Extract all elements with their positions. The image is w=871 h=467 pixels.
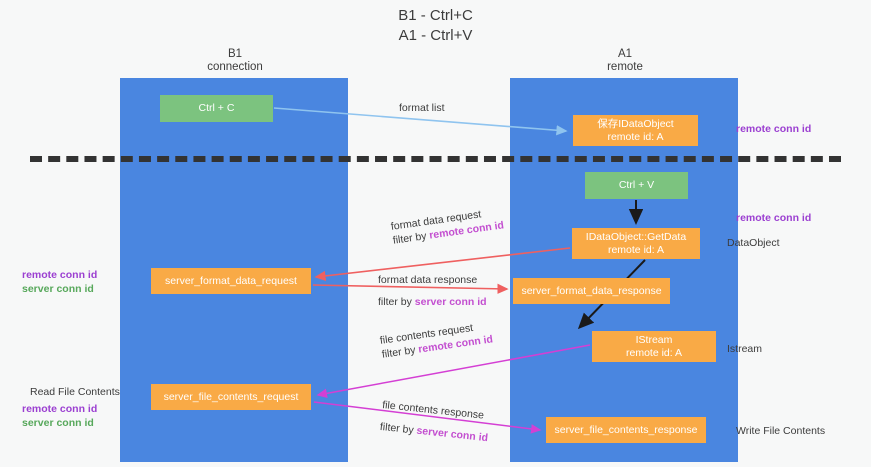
edge-label-format-data-request: format data request filter by remote con… bbox=[390, 204, 505, 247]
node-server-format-data-response[interactable]: server_format_data_response bbox=[513, 278, 670, 304]
edge-label-format-data-response-filter: filter by server conn id bbox=[378, 295, 487, 309]
node-idataobject-getdata[interactable]: IDataObject::GetData remote id: A bbox=[572, 228, 700, 259]
node-server-file-contents-response[interactable]: server_file_contents_response bbox=[546, 417, 706, 443]
annotation-left-remote-conn-id-mid: remote conn id bbox=[22, 269, 98, 281]
annotation-dataobject: DataObject bbox=[727, 237, 780, 249]
filter-prefix: filter by bbox=[378, 296, 415, 308]
edge-label-file-contents-response: file contents response filter by server … bbox=[379, 398, 491, 445]
edge-label-format-data-response-line1: format data response bbox=[378, 274, 478, 286]
page-title: B1 - Ctrl+C A1 - Ctrl+V bbox=[398, 7, 473, 44]
annotation-left-remote-conn-id-bottom: remote conn id bbox=[22, 403, 98, 415]
annotation-write-file-contents: Write File Contents bbox=[736, 425, 826, 437]
filter-value-server-conn-id: server conn id bbox=[414, 296, 487, 308]
annotation-left-conn-ids-mid: remote conn id server conn id bbox=[22, 268, 97, 296]
node-server-format-data-request[interactable]: server_format_data_request bbox=[151, 268, 311, 294]
lane-header-a1: A1 remote bbox=[607, 48, 643, 73]
annotation-read-file-contents: Read File Contents bbox=[30, 386, 120, 398]
filter-prefix: filter by bbox=[381, 343, 420, 361]
annotation-left-conn-ids-bottom: remote conn id server conn id bbox=[22, 402, 97, 430]
filter-value-server-conn-id: server conn id bbox=[415, 424, 489, 445]
edge-label-format-list: format list bbox=[399, 102, 445, 114]
annotation-remote-conn-id-mid: remote conn id bbox=[736, 212, 812, 224]
node-istream[interactable]: IStream remote id: A bbox=[592, 331, 716, 362]
node-idataobject[interactable]: 保存IDataObject remote id: A bbox=[573, 115, 698, 146]
node-ctrl-c[interactable]: Ctrl + C bbox=[160, 95, 273, 122]
edge-label-file-contents-response-line1: file contents response bbox=[381, 398, 485, 422]
annotation-istream: Istream bbox=[727, 343, 763, 355]
phase-divider bbox=[30, 156, 841, 162]
annotation-remote-conn-id-top: remote conn id bbox=[736, 123, 812, 135]
node-ctrl-v[interactable]: Ctrl + V bbox=[585, 172, 688, 199]
filter-prefix: filter by bbox=[379, 420, 418, 437]
annotation-left-server-conn-id-mid: server conn id bbox=[22, 283, 94, 295]
filter-prefix: filter by bbox=[392, 229, 431, 247]
lane-header-b1: B1 connection bbox=[207, 48, 263, 73]
node-server-file-contents-request[interactable]: server_file_contents_request bbox=[151, 384, 311, 410]
edge-label-file-contents-request: file contents request filter by remote c… bbox=[379, 318, 494, 361]
annotation-left-server-conn-id-bottom: server conn id bbox=[22, 417, 94, 429]
edge-label-file-contents-response-filter: filter by server conn id bbox=[379, 420, 488, 445]
edge-label-format-data-response: format data response filter by server co… bbox=[378, 273, 487, 309]
